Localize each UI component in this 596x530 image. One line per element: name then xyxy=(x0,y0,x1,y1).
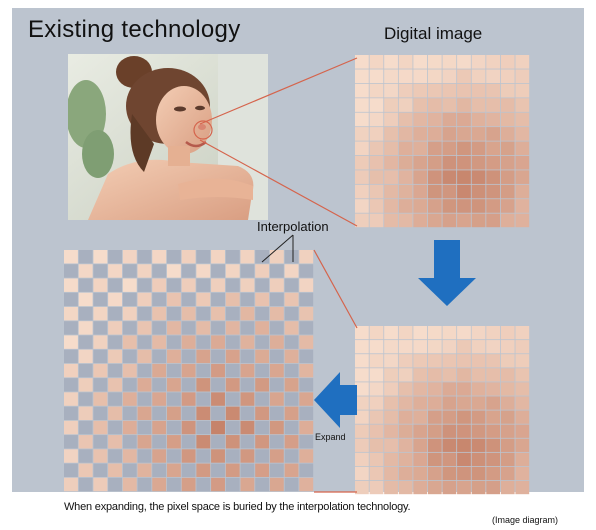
image-diagram-note: (Image diagram) xyxy=(492,515,558,525)
interpolation-pointer-left xyxy=(262,235,293,262)
expand-label: Expand xyxy=(315,432,346,442)
interpolation-label: Interpolation xyxy=(257,219,329,234)
leader-line-top xyxy=(200,58,357,124)
zoom-circle xyxy=(194,121,212,139)
expand-leader-top xyxy=(314,250,357,328)
leader-line-bottom xyxy=(200,140,357,226)
caption: When expanding, the pixel space is burie… xyxy=(64,501,410,513)
left-arrow xyxy=(314,372,357,428)
down-arrow xyxy=(418,240,476,306)
